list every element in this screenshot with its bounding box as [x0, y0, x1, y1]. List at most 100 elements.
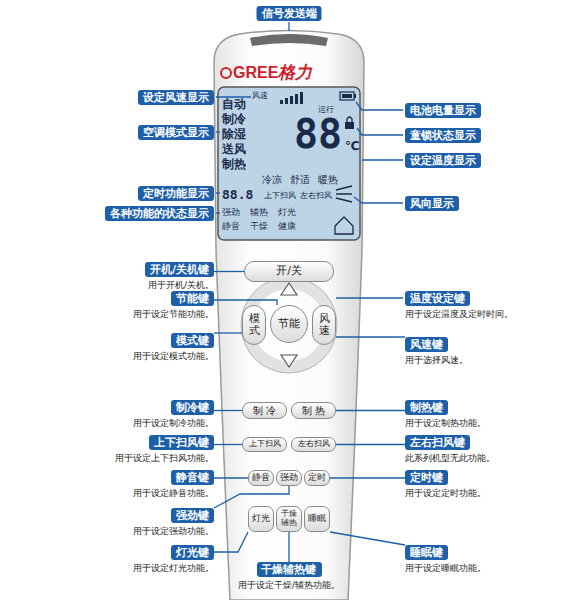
leader-line [214, 300, 277, 305]
button-label: 定时 [308, 473, 326, 483]
callout: 节能键用于设定节能功能。 [133, 291, 214, 320]
callout-description: 用于设定睡眠功能。 [405, 562, 486, 574]
leader-line [330, 477, 405, 478]
callout: 电池电量显示 [405, 103, 481, 118]
house-icon [335, 217, 353, 234]
remote-button: 强劲 [276, 470, 302, 486]
remote-button: 制 冷 [242, 402, 287, 419]
callout-box: 强劲键 [171, 508, 214, 523]
callout: 灯光键用于设定灯光功能。 [133, 545, 214, 574]
lcd-text: 除湿 [222, 128, 246, 141]
callout-description: 用于设定节能功能。 [133, 308, 214, 320]
callout: 模式键用于设定模式功能。 [133, 333, 214, 362]
leader-line [214, 532, 248, 552]
callout-box: 空调模式显示 [138, 125, 214, 140]
button-label: 上下扫风 [249, 440, 281, 449]
swing-icon [336, 186, 352, 202]
up-key [281, 283, 297, 295]
remote-button: 上下扫风 [242, 437, 287, 452]
lcd-text: 暖热 [318, 174, 338, 185]
lcd-text: 舒适 [290, 174, 310, 185]
callout-box: 制热键 [405, 400, 448, 415]
lcd-text: ℃ [345, 140, 360, 153]
callout-box: 定时键 [405, 470, 448, 485]
callout-description: 用于设定制冷功能。 [133, 417, 214, 429]
callout: 制热键用于设定制热功能。 [405, 400, 486, 429]
callout: 干燥辅热键用于设定干燥/辅热功能。 [238, 562, 340, 591]
callout-description: 用于设定温度及定时时间。 [405, 308, 513, 320]
callout: 上下扫风键用于设定上下扫风功能。 [115, 435, 214, 464]
callout-box: 干燥辅热键 [256, 562, 321, 577]
callout-description: 用于设定模式功能。 [133, 350, 214, 362]
lcd-text: 灯光 [278, 208, 296, 218]
callout: 童锁状态显示 [405, 128, 481, 143]
callout: 各种功能的状态显示 [105, 206, 214, 221]
remote-button: 静音 [248, 470, 274, 486]
remote-button: 睡眠 [304, 506, 330, 532]
remote-button: 灯光 [248, 506, 274, 532]
callout-description: 此系列机型无此功能。 [405, 452, 495, 464]
remote-button: 模式 [242, 305, 266, 345]
callout-box: 左右扫风键 [405, 435, 470, 450]
remote-button: 左右扫风 [291, 437, 336, 452]
callout: 定时键用于设定定时功能。 [405, 470, 486, 499]
callout-box: 静音键 [171, 470, 214, 485]
callout: 强劲键用于设定强劲功能。 [133, 508, 214, 537]
leader-line [288, 532, 289, 562]
callout-box: 风速键 [405, 337, 448, 352]
callout-description: 用于设定制热功能。 [405, 417, 486, 429]
lock-icon [345, 117, 354, 129]
callout: 左右扫风键此系列机型无此功能。 [405, 435, 495, 464]
callout-box: 制冷键 [171, 400, 214, 415]
callout: 信号发送端 [257, 6, 322, 21]
lcd-text: 健康 [278, 222, 296, 232]
logo-mark [221, 68, 231, 78]
lcd-text: 辅热 [250, 208, 268, 218]
button-ring-edge [241, 277, 337, 373]
signal-bars [280, 92, 303, 104]
callout: 风向显示 [405, 196, 459, 211]
callout-box: 信号发送端 [257, 6, 322, 21]
button-label: 干燥辅热 [280, 510, 298, 528]
signal-emitter [250, 34, 328, 46]
leader-line [214, 444, 242, 445]
callout-box: 定时功能显示 [138, 186, 214, 201]
lcd-text: 冷凉 [262, 174, 282, 185]
button-label: 模式 [249, 313, 260, 337]
lcd-text: 88.8 [222, 188, 253, 202]
remote-button: 节能 [270, 305, 308, 343]
brand-logo: 格力 [278, 63, 312, 82]
button-label: 静音 [252, 473, 270, 483]
leader-lines [216, 22, 403, 298]
lcd-text: 自动 [222, 98, 246, 111]
callout: 睡眠键用于设定睡眠功能。 [405, 545, 486, 574]
callout-description: 用于设定强劲功能。 [133, 525, 214, 537]
remote-button: 干燥辅热 [276, 506, 302, 532]
lcd-text: 上下扫风 [264, 192, 296, 201]
callout-box: 节能键 [171, 291, 214, 306]
callout: 空调模式显示 [138, 125, 214, 140]
brand-logo: GREE [233, 64, 278, 82]
remote-body [214, 31, 364, 600]
down-key [281, 355, 297, 367]
lcd-text: 88 [294, 112, 342, 156]
callout-box: 风向显示 [405, 196, 459, 211]
callout-description: 用于设定灯光功能。 [133, 562, 214, 574]
callout: 设定温度显示 [405, 153, 481, 168]
remote-button: 开/关 [244, 261, 334, 282]
callout: 静音键用于设定静音功能。 [133, 470, 214, 499]
callout-box: 电池电量显示 [405, 103, 481, 118]
callout-box: 开机/关机键 [145, 262, 214, 277]
lcd-text: 送风 [222, 143, 246, 156]
lcd-screen [218, 87, 360, 240]
lcd-text: 干燥 [250, 222, 268, 232]
leader-line [214, 271, 244, 272]
leader-line [214, 477, 248, 478]
leader-line [336, 410, 405, 411]
leader-line [330, 532, 405, 545]
lcd-text: 制热 [222, 158, 246, 171]
callout: 温度设定键用于设定温度及定时时间。 [405, 291, 513, 320]
leader-line [214, 410, 242, 411]
leader-line [214, 332, 242, 333]
button-label: 节能 [278, 318, 300, 330]
